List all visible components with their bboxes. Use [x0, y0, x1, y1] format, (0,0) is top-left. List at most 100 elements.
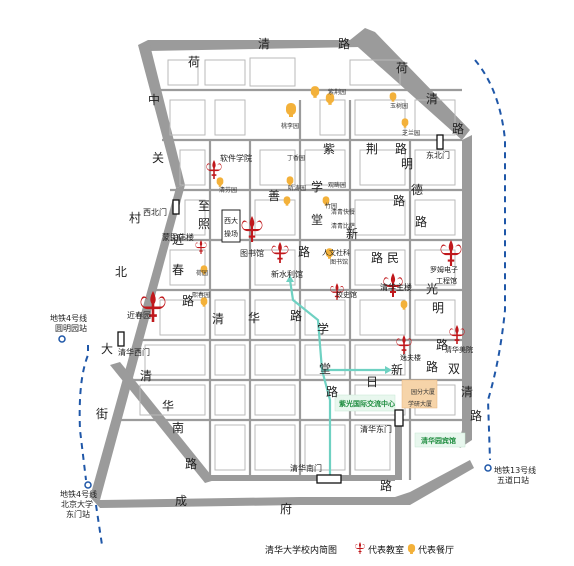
cafe-tingtao-icon [283, 196, 291, 206]
label-main-building: 清华主楼 [380, 282, 412, 292]
label-yushu-yuan: 玉树园 [390, 102, 408, 110]
label-zhuyuan: 竹园 [325, 202, 337, 210]
west-road-char-1: 中 [148, 92, 160, 107]
cafe-zijing-icon [310, 86, 320, 98]
north-road-char-1: 荷 [188, 55, 200, 69]
xuetang-char-3: 路 [298, 244, 310, 259]
zijing-char-2: 荆 [366, 142, 378, 156]
fleur-library-icon [241, 216, 263, 242]
label-jinchun-yuan: 近春园 [127, 310, 151, 320]
west-road-char-3: 村 [129, 211, 141, 225]
label-mengminwei: 蒙民伟楼 [162, 232, 194, 242]
hotel-area [401, 379, 438, 409]
jinchun-char-3: 路 [182, 293, 194, 308]
metro-wudaokou-icon [484, 464, 492, 472]
label-xinshuili: 新水利馆 [271, 269, 303, 279]
xuetang-char-2: 堂 [311, 213, 323, 227]
label-east-gate: 清华东门 [360, 424, 392, 434]
route-to-xinshuili [286, 275, 392, 475]
west-road-char-5: 大 [101, 342, 113, 356]
xinmin-char-1: 新 [346, 226, 358, 241]
qinghua-char-1: 清 [212, 312, 224, 326]
guangming-char-1: 光 [426, 282, 438, 296]
northeast-gate-box [436, 134, 444, 150]
zhishan-char-3: 路 [393, 193, 405, 208]
ne-road-char-2: 清 [426, 92, 438, 106]
jinchun-char-2: 春 [172, 263, 184, 277]
hotel-box [414, 432, 466, 448]
north-road-char-3: 路 [338, 36, 350, 51]
south-road-char-3: 路 [380, 478, 392, 493]
west-road-char-2: 关 [152, 151, 164, 165]
label-west-stadium-1: 西大 [224, 216, 238, 225]
ne-road-char-3: 路 [452, 121, 464, 136]
label-northeast-gate: 东北门 [426, 150, 450, 160]
jinchun-char-1: 近 [172, 233, 184, 247]
east-gate-box [394, 409, 404, 427]
label-qingqing-kuaican: 清青快餐 [331, 208, 355, 216]
zijing-char-1: 紫 [323, 142, 335, 156]
label-art-museum: 清华美院 [445, 345, 473, 354]
zhishan-char-1: 至 [198, 199, 210, 213]
metro-beida-icon [84, 481, 92, 489]
xueqing-char-1: 学 [317, 321, 329, 336]
sw-road-char-3: 南 [172, 420, 184, 435]
label-south-gate: 清华南门 [290, 463, 322, 473]
ne-road-char-1: 荷 [396, 61, 408, 75]
xueqing-char-3: 路 [326, 384, 338, 399]
qinghua-char-2: 华 [248, 311, 260, 325]
qinghua-char-3: 路 [290, 308, 302, 323]
xueqing-char-2: 堂 [319, 362, 331, 376]
road-network [90, 28, 474, 508]
label-xibei-gate: 西北门 [143, 207, 167, 217]
mingde-char-1: 明 [401, 157, 413, 171]
label-renwen-2: 图书馆 [330, 258, 348, 266]
label-dingxiang-yuan: 丁香园 [287, 154, 305, 162]
zijing-char-3: 路 [395, 141, 407, 156]
label-metro13-station: 五道口站 [497, 475, 529, 485]
label-yifu: 逸夫楼 [400, 353, 421, 362]
label-zhilan-yuan: 芝兰园 [402, 129, 420, 137]
shuangqing-char-1: 双 [448, 362, 460, 376]
label-zijing-yuan: 紫荆园 [328, 88, 346, 96]
rixin-char-2: 新 [391, 362, 403, 377]
label-tingtao-yuan: 听涛园 [288, 184, 306, 192]
label-metro4b-station-2: 东门站 [66, 509, 90, 519]
cafe-zhilan-icon [401, 118, 409, 128]
label-school-history: 校史馆 [336, 290, 357, 299]
metro-lines [78, 59, 506, 546]
building-blocks [139, 57, 456, 471]
xinmin-char-3: 路 [371, 250, 383, 265]
zijing-center-box [334, 394, 396, 412]
label-qingfen-yuan: 清芬园 [219, 186, 237, 194]
guangming-char-2: 明 [432, 301, 444, 315]
sw-road-char-1: 清 [140, 369, 152, 383]
label-hotel: 清华园宾馆 [421, 436, 456, 445]
legend-cafe-icon [407, 544, 416, 554]
legend-fleur-icon [355, 542, 365, 554]
label-xichun-yuan: 熙春园 [192, 291, 210, 299]
legend-restaurant: 代表餐厅 [418, 544, 454, 556]
legend: 清华大学校内简图 代表教室 代表餐厅 [265, 544, 454, 556]
south-gate-box [316, 474, 342, 484]
south-road-char-2: 府 [280, 501, 292, 516]
inner-roads [120, 88, 462, 480]
label-library: 图书馆 [240, 248, 264, 258]
shuangqing-char-3: 路 [470, 408, 482, 423]
xuetang-char-1: 学 [311, 179, 323, 194]
west-gate-box [117, 331, 125, 347]
mingde-char-2: 德 [411, 182, 423, 197]
sw-road-char-4: 路 [185, 456, 197, 471]
legend-teaching: 代表教室 [368, 544, 404, 556]
rixin-char-1: 日 [366, 375, 378, 389]
label-rohm-1: 罗姆电子 [430, 265, 458, 274]
zhao-char: 照 [198, 217, 210, 231]
legend-title: 清华大学校内简图 [265, 544, 337, 556]
sw-road-char-2: 华 [162, 399, 174, 413]
label-west-gate: 清华西门 [118, 347, 150, 357]
west-road-char-4: 北 [115, 265, 127, 279]
label-yuanfen: 园分大厦 [411, 388, 435, 396]
label-renwen-1: 人文社科 [322, 248, 350, 257]
cafe-qingfen-icon [216, 177, 224, 187]
label-guanchou-yuan: 观畴园 [328, 181, 346, 189]
